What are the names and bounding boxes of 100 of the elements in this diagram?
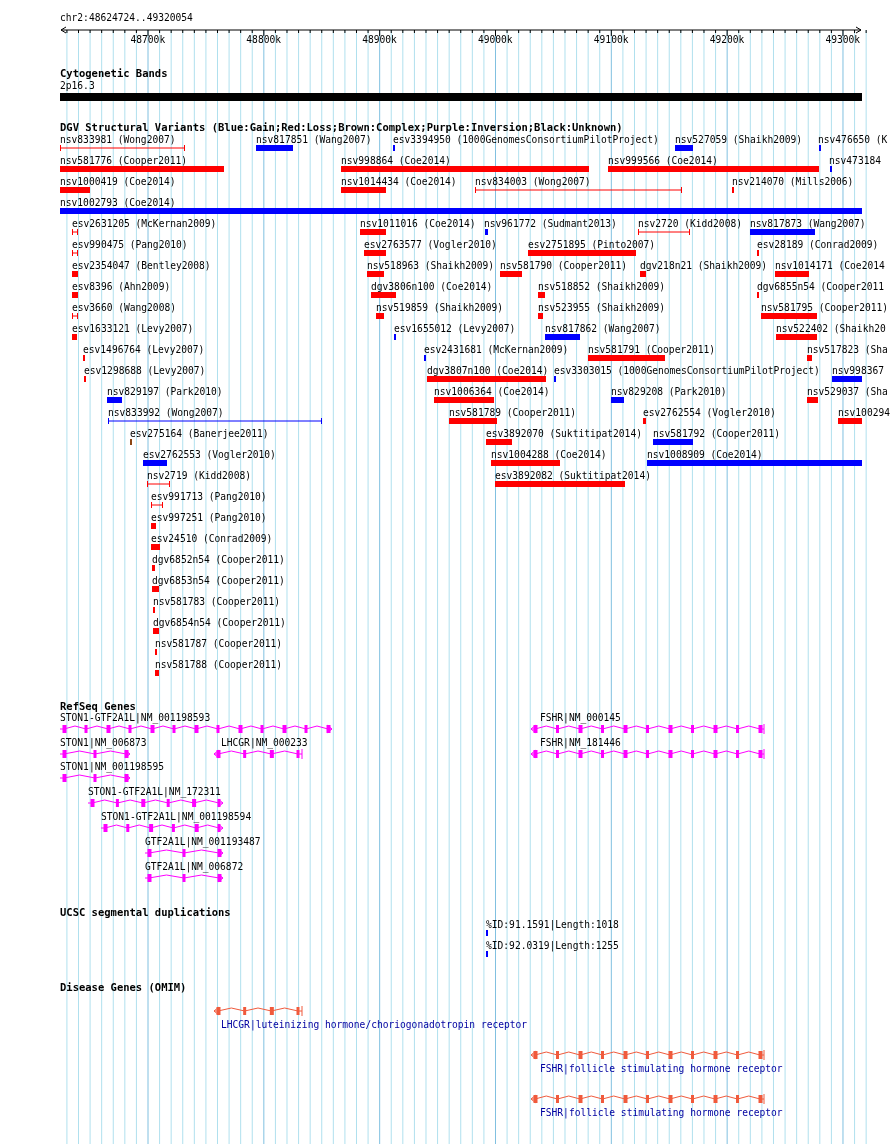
variant-label: esv2431681 (McKernan2009)	[424, 344, 569, 356]
variant-label: nsv581789 (Cooper2011)	[449, 407, 577, 419]
variant-label: dgv6853n54 (Cooper2011)	[152, 575, 285, 587]
gene-label: GTF2A1L|NM_001193487	[145, 836, 261, 848]
variant-label: nsv1002793 (Coe2014)	[60, 197, 176, 209]
variant-label: nsv581795 (Cooper2011)	[761, 302, 889, 314]
variant-label: nsv1014434 (Coe2014)	[341, 176, 457, 188]
variant-label: esv28189 (Conrad2009)	[757, 239, 879, 251]
variant-label: dgv6855n54 (Cooper2011	[757, 281, 885, 293]
variant-label: nsv581776 (Cooper2011)	[60, 155, 188, 167]
band-label: 2p16.3	[60, 80, 95, 92]
track-title: DGV Structural Variants (Blue:Gain;Red:Loss;Brown:Complex;Purple:Inversion;Black:Unknown)	[60, 121, 623, 133]
variant-label: nsv523955 (Shaikh2009)	[538, 302, 666, 314]
variant-label: nsv998864 (Coe2014)	[341, 155, 451, 167]
variant-label: esv1496764 (Levy2007)	[83, 344, 205, 356]
gene-label: STON1-GTF2A1L|NM_001198593	[60, 712, 211, 724]
variant-label: nsv518852 (Shaikh2009)	[538, 281, 666, 293]
variant-label: nsv833992 (Wong2007)	[108, 407, 224, 419]
variant-label: nsv476650 (K	[818, 134, 888, 146]
variant-label: esv2762553 (Vogler2010)	[143, 449, 276, 461]
variant-label: esv3394950 (1000GenomesConsortiumPilotProject)	[393, 134, 659, 146]
variant-label: esv1633121 (Levy2007)	[72, 323, 194, 335]
gene-label: STON1|NM_006873	[60, 737, 147, 749]
variant-label: nsv834003 (Wong2007)	[475, 176, 591, 188]
variant-label: esv2631205 (McKernan2009)	[72, 218, 217, 230]
gene-label: GTF2A1L|NM_006872	[145, 861, 244, 873]
variant-label: nsv833981 (Wong2007)	[60, 134, 176, 146]
variant-label: nsv529037 (Sha	[807, 386, 888, 398]
variant-label: nsv518963 (Shaikh2009)	[367, 260, 495, 272]
variant-label: esv2354047 (Bentley2008)	[72, 260, 211, 272]
variant-label: nsv961772 (Sudmant2013)	[484, 218, 617, 230]
variant-label: nsv522402 (Shaikh20	[776, 323, 886, 335]
variant-label: nsv1004288 (Coe2014)	[491, 449, 607, 461]
variant-label: nsv527059 (Shaikh2009)	[675, 134, 803, 146]
gene-label: STON1-GTF2A1L|NM_172311	[88, 786, 221, 798]
variant-label: nsv1014171 (Coe2014	[775, 260, 885, 272]
variant-label: nsv581791 (Cooper2011)	[588, 344, 716, 356]
track-title: Cytogenetic Bands	[60, 67, 168, 79]
gene-label: FSHR|NM_000145	[540, 712, 621, 724]
variant-label: %ID:92.0319|Length:1255	[486, 940, 619, 952]
variant-label: dgv6854n54 (Cooper2011)	[153, 617, 286, 629]
variant-label: esv990475 (Pang2010)	[72, 239, 188, 251]
variant-label: nsv817851 (Wang2007)	[256, 134, 372, 146]
variant-label: nsv581792 (Cooper2011)	[653, 428, 781, 440]
variant-label: nsv581783 (Cooper2011)	[153, 596, 281, 608]
gene-label: FSHR|follicle stimulating hormone receptor	[540, 1063, 783, 1075]
variant-label: nsv214070 (Mills2006)	[732, 176, 854, 188]
variant-label: nsv1008909 (Coe2014)	[647, 449, 763, 461]
variant-label: esv2751895 (Pinto2007)	[528, 239, 656, 251]
variant-label: nsv829197 (Park2010)	[107, 386, 223, 398]
axis-tick-label: 48700k	[130, 34, 166, 46]
axis-tick-label: 49300k	[825, 34, 861, 46]
track-title: Disease Genes (OMIM)	[60, 981, 187, 993]
variant-label: nsv581790 (Cooper2011)	[500, 260, 628, 272]
axis-tick-label: 49100k	[593, 34, 629, 46]
variant-label: nsv100294	[838, 407, 890, 419]
variant-label: esv275164 (Banerjee2011)	[130, 428, 269, 440]
axis-tick-label: 48900k	[362, 34, 397, 46]
variant-label: esv3303015 (1000GenomesConsortiumPilotProject)	[554, 365, 820, 377]
variant-label: nsv1011016 (Coe2014)	[360, 218, 476, 230]
variant-label: esv997251 (Pang2010)	[151, 512, 267, 524]
variant-label: esv3660 (Wang2008)	[72, 302, 176, 314]
track-title: RefSeq Genes	[60, 700, 136, 712]
variant-label: dgv218n21 (Shaikh2009)	[640, 260, 768, 272]
coordinate-label: chr2:48624724..49320054	[60, 12, 193, 24]
variant-label: nsv519859 (Shaikh2009)	[376, 302, 504, 314]
variant-label: nsv817862 (Wang2007)	[545, 323, 661, 335]
variant-label: esv3892070 (Suktitipat2014)	[486, 428, 642, 440]
variant-label: esv991713 (Pang2010)	[151, 491, 267, 503]
variant-label: nsv517823 (Sha	[807, 344, 888, 356]
variant-label: nsv998367	[832, 365, 884, 377]
variant-label: nsv1000419 (Coe2014)	[60, 176, 176, 188]
variant-label: nsv999566 (Coe2014)	[608, 155, 718, 167]
axis-tick-label: 48800k	[246, 34, 281, 46]
variant-label: esv8396 (Ahn2009)	[72, 281, 171, 293]
variant-label: dgv3806n100 (Coe2014)	[371, 281, 493, 293]
variant-label: nsv829208 (Park2010)	[611, 386, 727, 398]
variant-label: nsv581788 (Cooper2011)	[155, 659, 283, 671]
variant-label: esv1298688 (Levy2007)	[84, 365, 206, 377]
axis-tick-label: 49200k	[709, 34, 745, 46]
variant-label: nsv2720 (Kidd2008)	[638, 218, 742, 230]
variant-label: nsv1006364 (Coe2014)	[434, 386, 550, 398]
variant-label: nsv817873 (Wang2007)	[750, 218, 866, 230]
track-title: UCSC segmental duplications	[60, 906, 231, 918]
variant-label: esv2763577 (Vogler2010)	[364, 239, 497, 251]
gene-label: LHCGR|NM_000233	[221, 737, 308, 749]
gene-label: FSHR|follicle stimulating hormone receptor	[540, 1107, 783, 1119]
variant-label: esv3892082 (Suktitipat2014)	[495, 470, 651, 482]
variant-label: esv1655012 (Levy2007)	[394, 323, 516, 335]
gene-label: STON1-GTF2A1L|NM_001198594	[101, 811, 252, 823]
gene-label: LHCGR|luteinizing hormone/choriogonadotropin receptor	[221, 1019, 528, 1031]
variant-label: %ID:91.1591|Length:1018	[486, 919, 619, 931]
axis-tick-label: 49000k	[478, 34, 513, 46]
variant-label: dgv6852n54 (Cooper2011)	[152, 554, 285, 566]
variant-label: dgv3807n100 (Coe2014)	[427, 365, 549, 377]
variant-label: esv24510 (Conrad2009)	[151, 533, 273, 545]
variant-label: nsv581787 (Cooper2011)	[155, 638, 283, 650]
gene-label: STON1|NM_001198595	[60, 761, 164, 773]
variant-label: nsv473184	[829, 155, 881, 167]
gene-label: FSHR|NM_181446	[540, 737, 621, 749]
